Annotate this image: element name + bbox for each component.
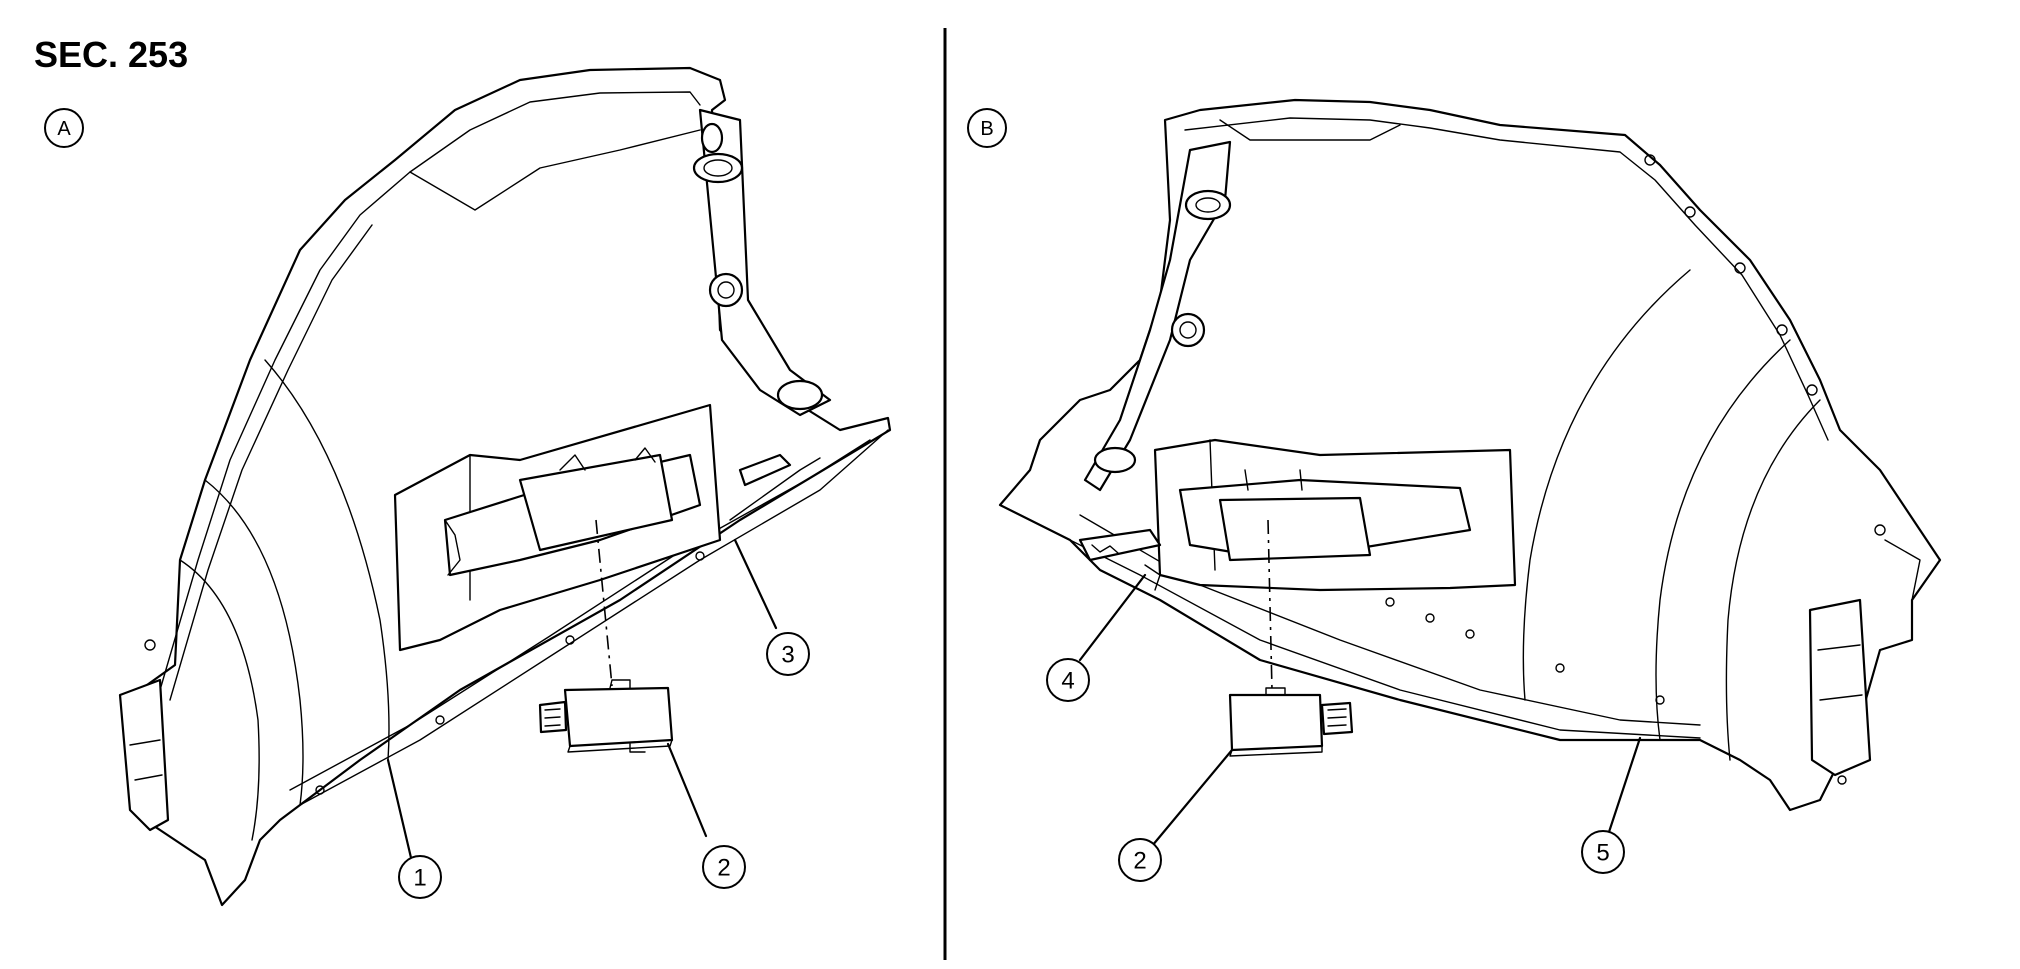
callout-4-label: 4 bbox=[1061, 668, 1074, 695]
callout-1-label: 1 bbox=[413, 865, 426, 892]
view-a-letter: A bbox=[57, 118, 71, 140]
callout-3-label: 3 bbox=[781, 642, 794, 669]
callout-2-b bbox=[1118, 838, 1162, 882]
module-b bbox=[1228, 693, 1324, 752]
callout-2-b-label: 2 bbox=[1133, 848, 1146, 875]
view-b: B bbox=[967, 98, 1942, 882]
module-a-leader bbox=[595, 519, 613, 687]
callout-4 bbox=[1046, 658, 1090, 702]
view-a-marker bbox=[44, 108, 84, 148]
callout-2-a-label: 2 bbox=[717, 855, 730, 882]
module-a bbox=[563, 686, 674, 748]
callout-5-label: 5 bbox=[1596, 840, 1609, 867]
callout-5 bbox=[1581, 830, 1625, 874]
view-b-marker bbox=[967, 108, 1007, 148]
view-a: A bbox=[44, 66, 892, 907]
section-number: SEC. 253 bbox=[34, 34, 189, 75]
callout-1 bbox=[398, 855, 442, 899]
callout-2-a bbox=[702, 845, 746, 889]
view-b-letter: B bbox=[980, 118, 993, 140]
callout-3 bbox=[766, 632, 810, 676]
